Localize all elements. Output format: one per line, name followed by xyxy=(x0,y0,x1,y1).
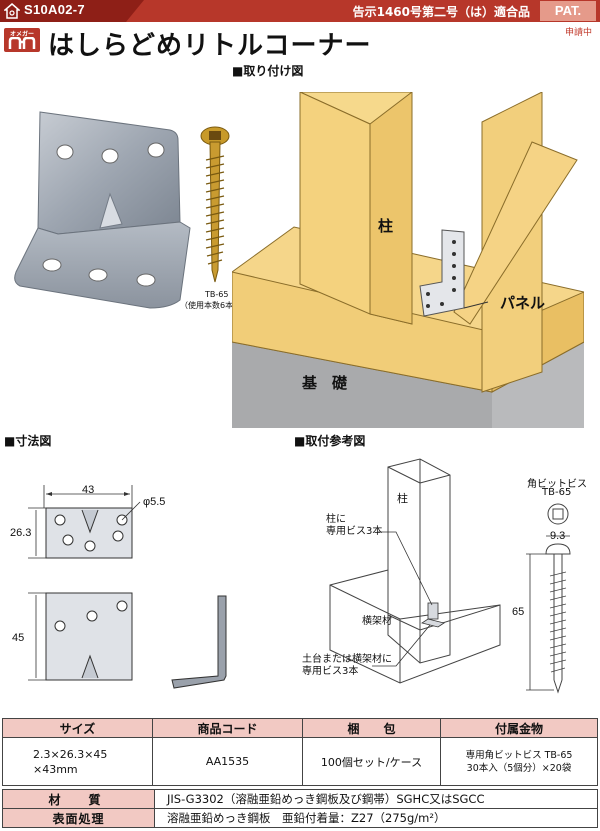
material-value: JIS-G3302（溶融亜鉛めっき鋼板及び鋼帯）SGHC又はSGCC xyxy=(154,789,598,809)
spec-header-packing: 梱 包 xyxy=(302,718,441,738)
ref-post-screws-line2: 専用ビス3本 xyxy=(326,526,383,537)
section-mounting: ■取り付け図 xyxy=(232,62,303,79)
omega-mark-icon xyxy=(8,37,36,49)
section-dimensions-label: ■寸法図 xyxy=(4,434,52,448)
mounting-diagram xyxy=(232,92,584,428)
dim-width: 43 xyxy=(82,484,95,496)
screw-name: 角ビットビス xyxy=(527,479,587,490)
mount-foundation-label: 基 礎 xyxy=(302,374,348,392)
code-box: S10A02-7 xyxy=(0,0,144,22)
spec-accessory-cell: 専用角ビットビス TB-65 30本入（5個分）×20袋 xyxy=(440,737,598,786)
logo-text: オメガー xyxy=(9,31,34,38)
spec-code-cell: AA1535 xyxy=(152,737,303,786)
home-icon xyxy=(4,3,20,19)
bracket-photo xyxy=(14,111,230,309)
section-mounting-label: ■取り付け図 xyxy=(232,64,304,78)
material-label: 材 質 xyxy=(2,789,155,809)
ref-beam-screws-line1: 土台または横架材に xyxy=(302,654,392,665)
page-title: はしらどめリトルコーナー xyxy=(48,31,372,61)
screw-model: TB-65 xyxy=(542,487,572,498)
screw-model-label: TB-65 xyxy=(205,290,229,299)
ref-beam-screws-line2: 専用ビス3本 xyxy=(302,666,359,677)
mount-panel-label: パネル xyxy=(500,294,546,312)
material-row: 材 質 JIS-G3302（溶融亜鉛めっき鋼板及び鋼帯）SGHC又はSGCC xyxy=(2,789,598,809)
spec-header-accessory: 付属金物 xyxy=(440,718,598,738)
screw-length-dim: 65 xyxy=(512,606,525,618)
product-code-header: S10A02-7 xyxy=(24,2,85,17)
approval-text: 告示1460号第二号（は）適合品 xyxy=(352,5,530,19)
section-reference-label: ■取付参考図 xyxy=(294,434,366,448)
surface-value: 溶融亜鉛めっき鋼板 亜鉛付着量：Z27（275g/m²） xyxy=(154,808,598,828)
surface-label: 表面処理 xyxy=(2,808,155,828)
section-dimensions: ■寸法図 xyxy=(4,432,51,449)
reference-drawing xyxy=(329,458,501,684)
screw-drawing xyxy=(526,503,571,694)
spec-size-line2: ×43mm xyxy=(33,762,78,776)
ref-post-screws-line1: 柱に xyxy=(326,514,346,525)
mount-post-label: 柱 xyxy=(378,217,394,235)
spec-header-row: サイズ 商品コード 梱 包 付属金物 xyxy=(2,718,598,738)
dimension-drawing xyxy=(28,485,227,689)
header-bar: S10A02-7 告示1460号第二号（は）適合品 PAT. xyxy=(0,0,600,22)
screw-count-note: （使用本数6本） xyxy=(180,301,242,310)
ref-beam-label: 横架材 xyxy=(362,616,392,627)
ref-post-label: 柱 xyxy=(397,492,408,505)
spec-header-size: サイズ xyxy=(2,718,153,738)
surface-row: 表面処理 溶融亜鉛めっき鋼板 亜鉛付着量：Z27（275g/m²） xyxy=(2,808,598,828)
section-reference: ■取付参考図 xyxy=(294,432,365,449)
material-table: 材 質 JIS-G3302（溶融亜鉛めっき鋼板及び鋼帯）SGHC又はSGCC 表… xyxy=(2,789,598,828)
spec-accessory-line2: 30本入（5個分）×20袋 xyxy=(466,762,572,774)
dim-hole-diameter: φ5.5 xyxy=(143,496,166,508)
spec-header-code: 商品コード xyxy=(152,718,303,738)
spec-accessory-line1: 専用角ビットビス TB-65 xyxy=(465,749,573,761)
screw-head-dim: 9.3 xyxy=(550,530,566,542)
spec-size-line1: 2.3×26.3×45 xyxy=(33,747,108,761)
brand-logo: オメガー xyxy=(4,28,40,52)
patent-pending-text: 申請中 xyxy=(564,28,592,38)
dim-height-large: 45 xyxy=(12,632,25,644)
spec-table: サイズ 商品コード 梱 包 付属金物 2.3×26.3×45 ×43mm AA1… xyxy=(2,718,598,786)
spec-size-cell: 2.3×26.3×45 ×43mm xyxy=(2,737,153,786)
dim-height-small: 26.3 xyxy=(10,527,32,539)
patent-badge: PAT. xyxy=(540,1,596,21)
spec-row: 2.3×26.3×45 ×43mm AA1535 100個セット/ケース 専用角… xyxy=(2,737,598,786)
spec-packing-cell: 100個セット/ケース xyxy=(302,737,441,786)
